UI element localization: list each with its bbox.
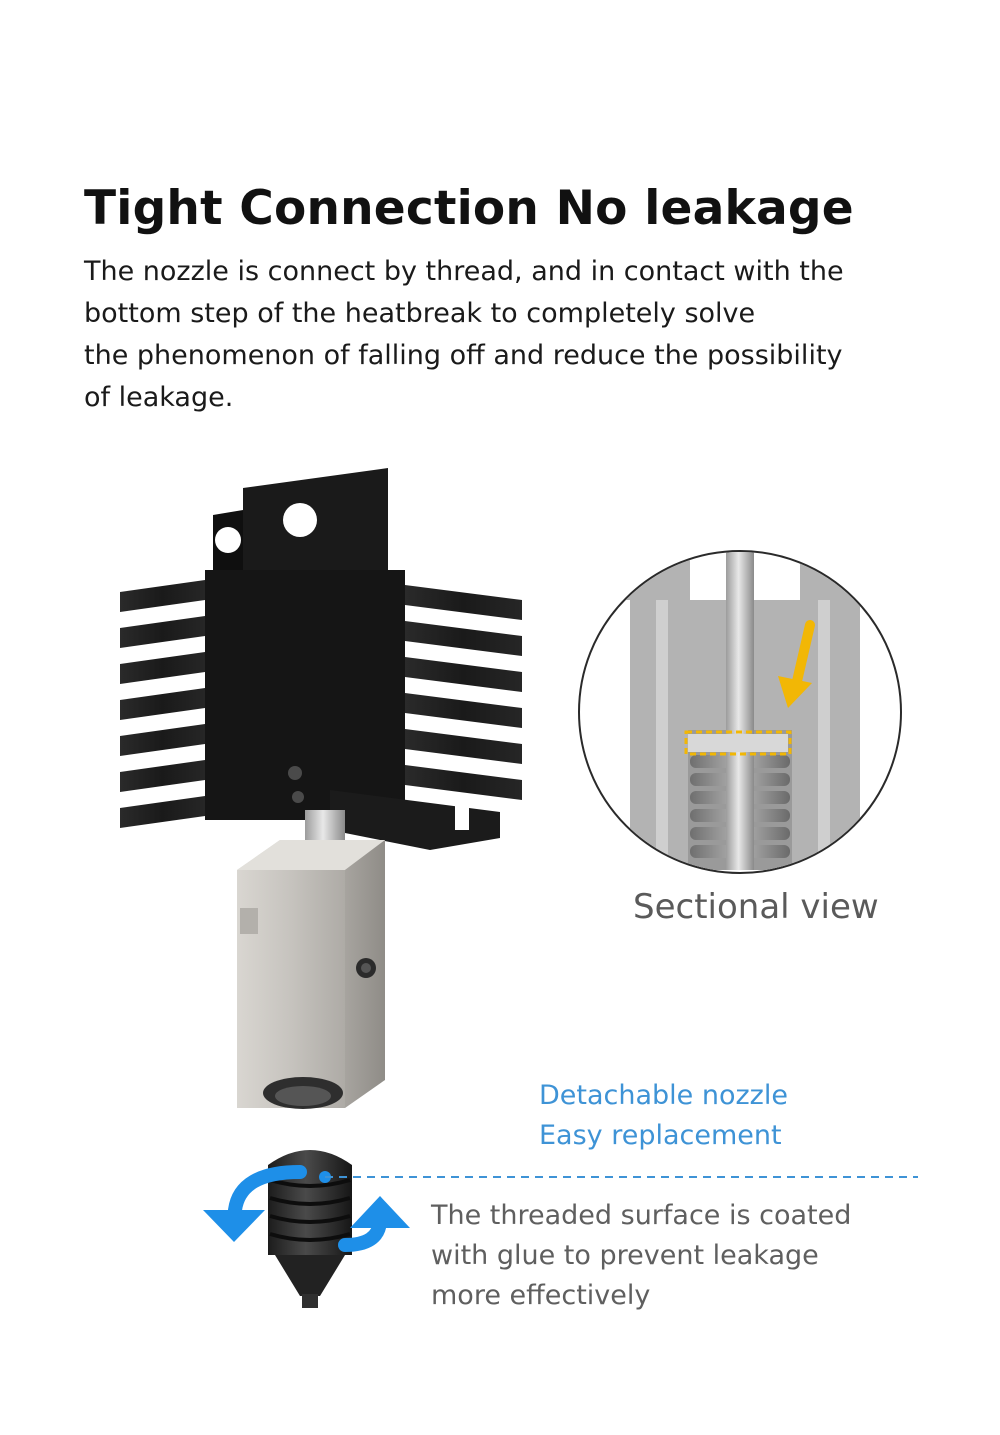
feature-line: Easy replacement [539, 1120, 782, 1151]
intro-paragraph: The nozzle is connect by thread, and in … [84, 251, 964, 419]
feature-callout: Detachable nozzle Easy replacement [539, 1076, 788, 1156]
contact-highlight [684, 730, 792, 756]
highlight-arrow-icon [778, 620, 815, 708]
coating-line: more effectively [431, 1280, 651, 1311]
rotate-left-arrow-icon [203, 1165, 307, 1242]
rotate-right-arrow-icon [338, 1196, 410, 1252]
intro-line: bottom step of the heatbreak to complete… [84, 298, 756, 329]
intro-line: the phenomenon of falling off and reduce… [84, 340, 843, 371]
heatsink-fins-right [405, 585, 522, 800]
coating-line: with glue to prevent leakage [431, 1240, 819, 1271]
feature-line: Detachable nozzle [539, 1080, 788, 1111]
page-title: Tight Connection No leakage [84, 181, 854, 237]
coating-line: The threaded surface is coated [431, 1200, 852, 1231]
coating-callout: The threaded surface is coated with glue… [431, 1196, 851, 1316]
hotend-assembly [120, 468, 522, 1109]
sectional-view-diagram [578, 550, 902, 874]
intro-line: of leakage. [84, 382, 234, 413]
intro-line: The nozzle is connect by thread, and in … [84, 256, 844, 287]
heatsink-fins-left [120, 580, 205, 828]
sectional-view-label: Sectional view [633, 887, 879, 927]
